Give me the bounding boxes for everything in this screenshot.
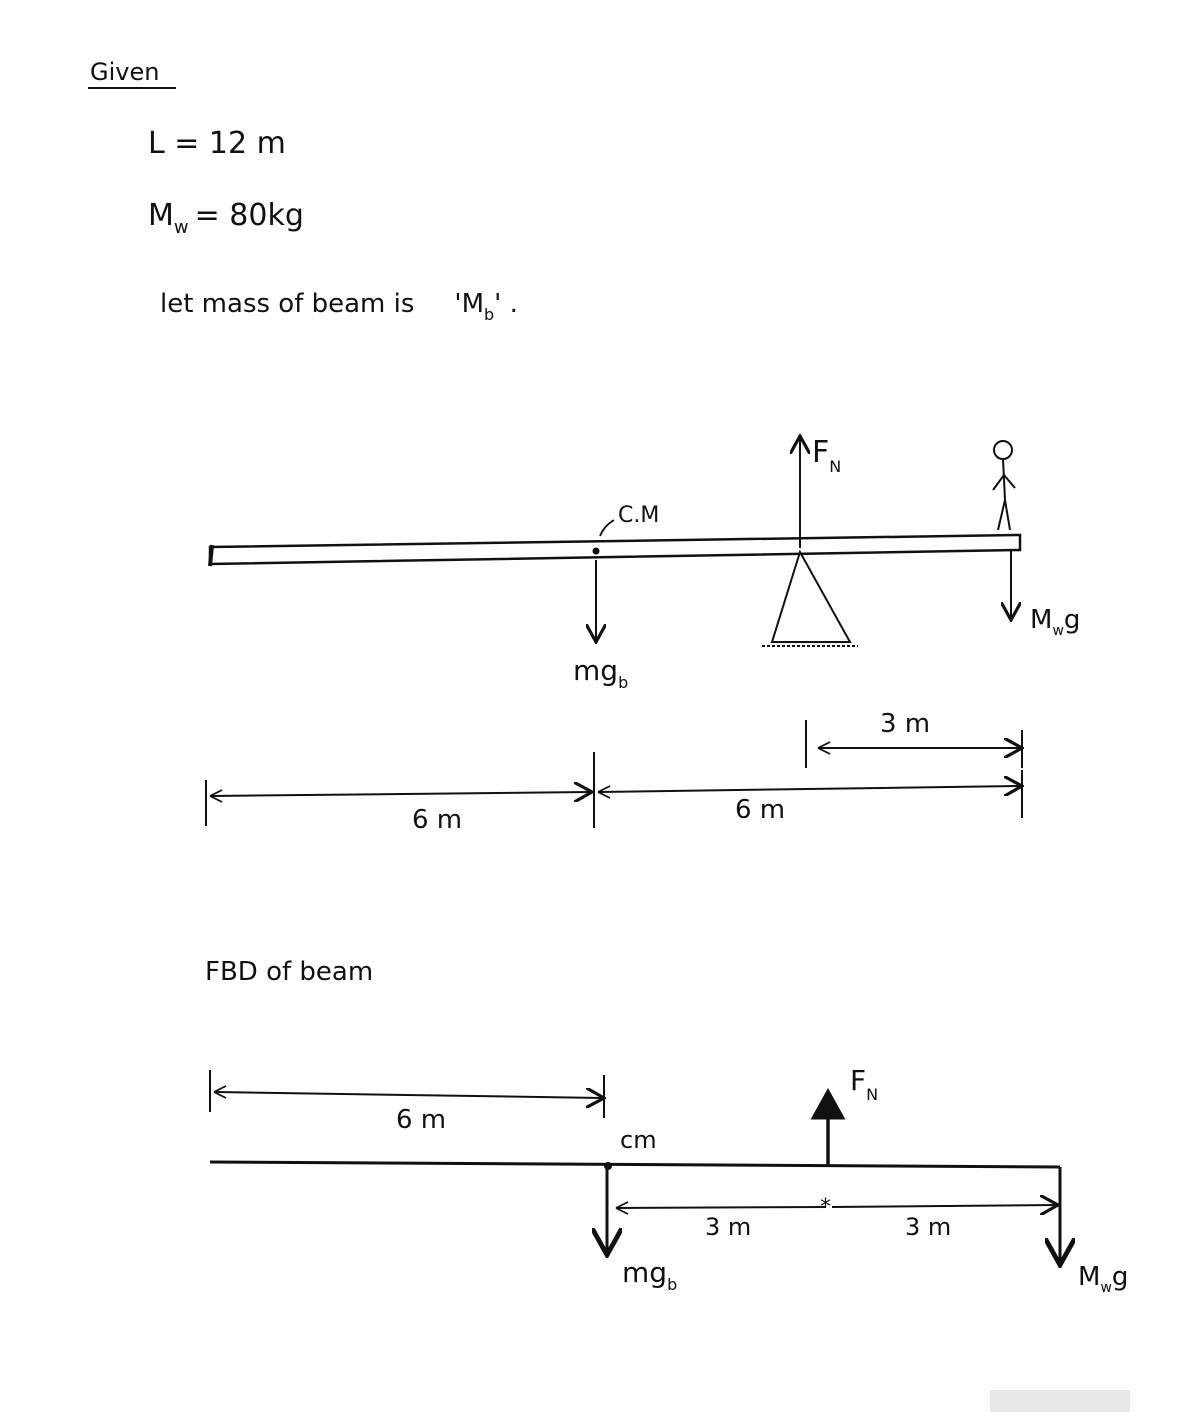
- worker-mass-equation: Mw= 80kg: [148, 198, 304, 238]
- beam-weight-label: mgb: [573, 654, 628, 692]
- given-heading: Given: [90, 58, 159, 86]
- fbd-title: FBD of beam: [205, 957, 373, 987]
- fbd-normal-force-label: FN: [850, 1064, 878, 1104]
- fbd-dim-left-seg: [615, 1206, 827, 1209]
- dim-right-label: 6 m: [735, 795, 785, 825]
- length-equation: L = 12 m: [148, 126, 286, 161]
- fbd-beam: [209, 1160, 1061, 1169]
- fbd-dim-left-label: 3 m: [705, 1213, 751, 1241]
- beam: [208, 533, 1022, 566]
- normal-force-label: FN: [812, 435, 841, 476]
- fulcrum: [770, 549, 852, 643]
- beam-mass-statement: let mass of beam is'Mb' .: [160, 289, 518, 324]
- dim-left-line: [211, 792, 590, 796]
- fbd-dim-6m-label: 6 m: [396, 1105, 446, 1135]
- center-of-mass-dot: [592, 547, 600, 555]
- fbd-dim-right-seg: [831, 1205, 1056, 1207]
- dim-3m-label: 3 m: [880, 709, 930, 739]
- scan-smudge: [990, 1390, 1130, 1412]
- beam-diagram: C.M mgb FN Mwg 3 m: [205, 435, 1080, 835]
- fbd-dim-right-label: 3 m: [905, 1213, 951, 1241]
- fbd-cm-label: cm: [620, 1126, 657, 1154]
- fbd-diagram: 6 m cm mgb FN * 3 m 3 m Mwg: [209, 1064, 1128, 1296]
- fbd-beam-weight-label: mgb: [622, 1256, 677, 1294]
- beam-left-end: [208, 544, 214, 567]
- worker-weight-label: Mwg: [1030, 605, 1080, 639]
- com-label: C.M: [618, 503, 659, 528]
- dim-right-line: [597, 786, 1020, 792]
- worker-figure: [992, 440, 1016, 531]
- fbd-dim-6m-line: [215, 1092, 602, 1098]
- dim-left-label: 6 m: [412, 805, 462, 835]
- fbd-dim-mid-mark: *: [820, 1195, 831, 1220]
- fbd-worker-weight-label: Mwg: [1078, 1262, 1128, 1296]
- com-pointer: [599, 519, 615, 537]
